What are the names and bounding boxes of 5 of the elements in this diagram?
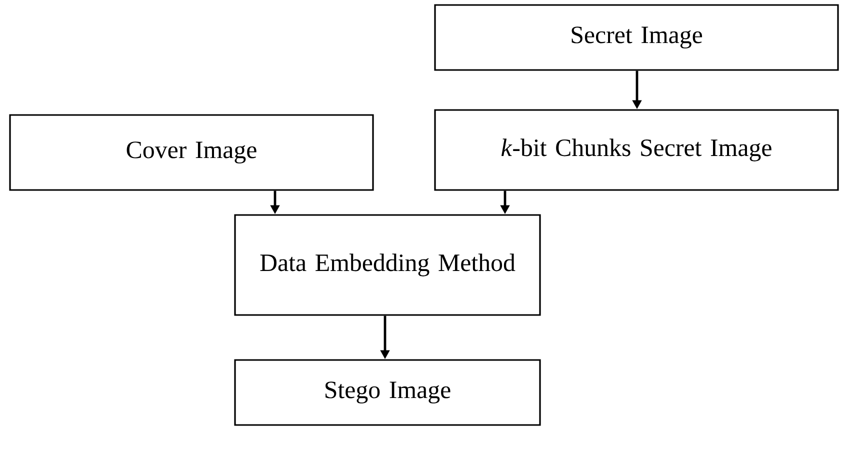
process-box: Stego Image: [234, 359, 541, 426]
process-box: Secret Image: [434, 4, 839, 71]
process-box: k-bit Chunks Secret Image: [434, 109, 839, 191]
process-box: Cover Image: [9, 114, 374, 191]
process-box: Data Embedding Method: [234, 214, 541, 316]
